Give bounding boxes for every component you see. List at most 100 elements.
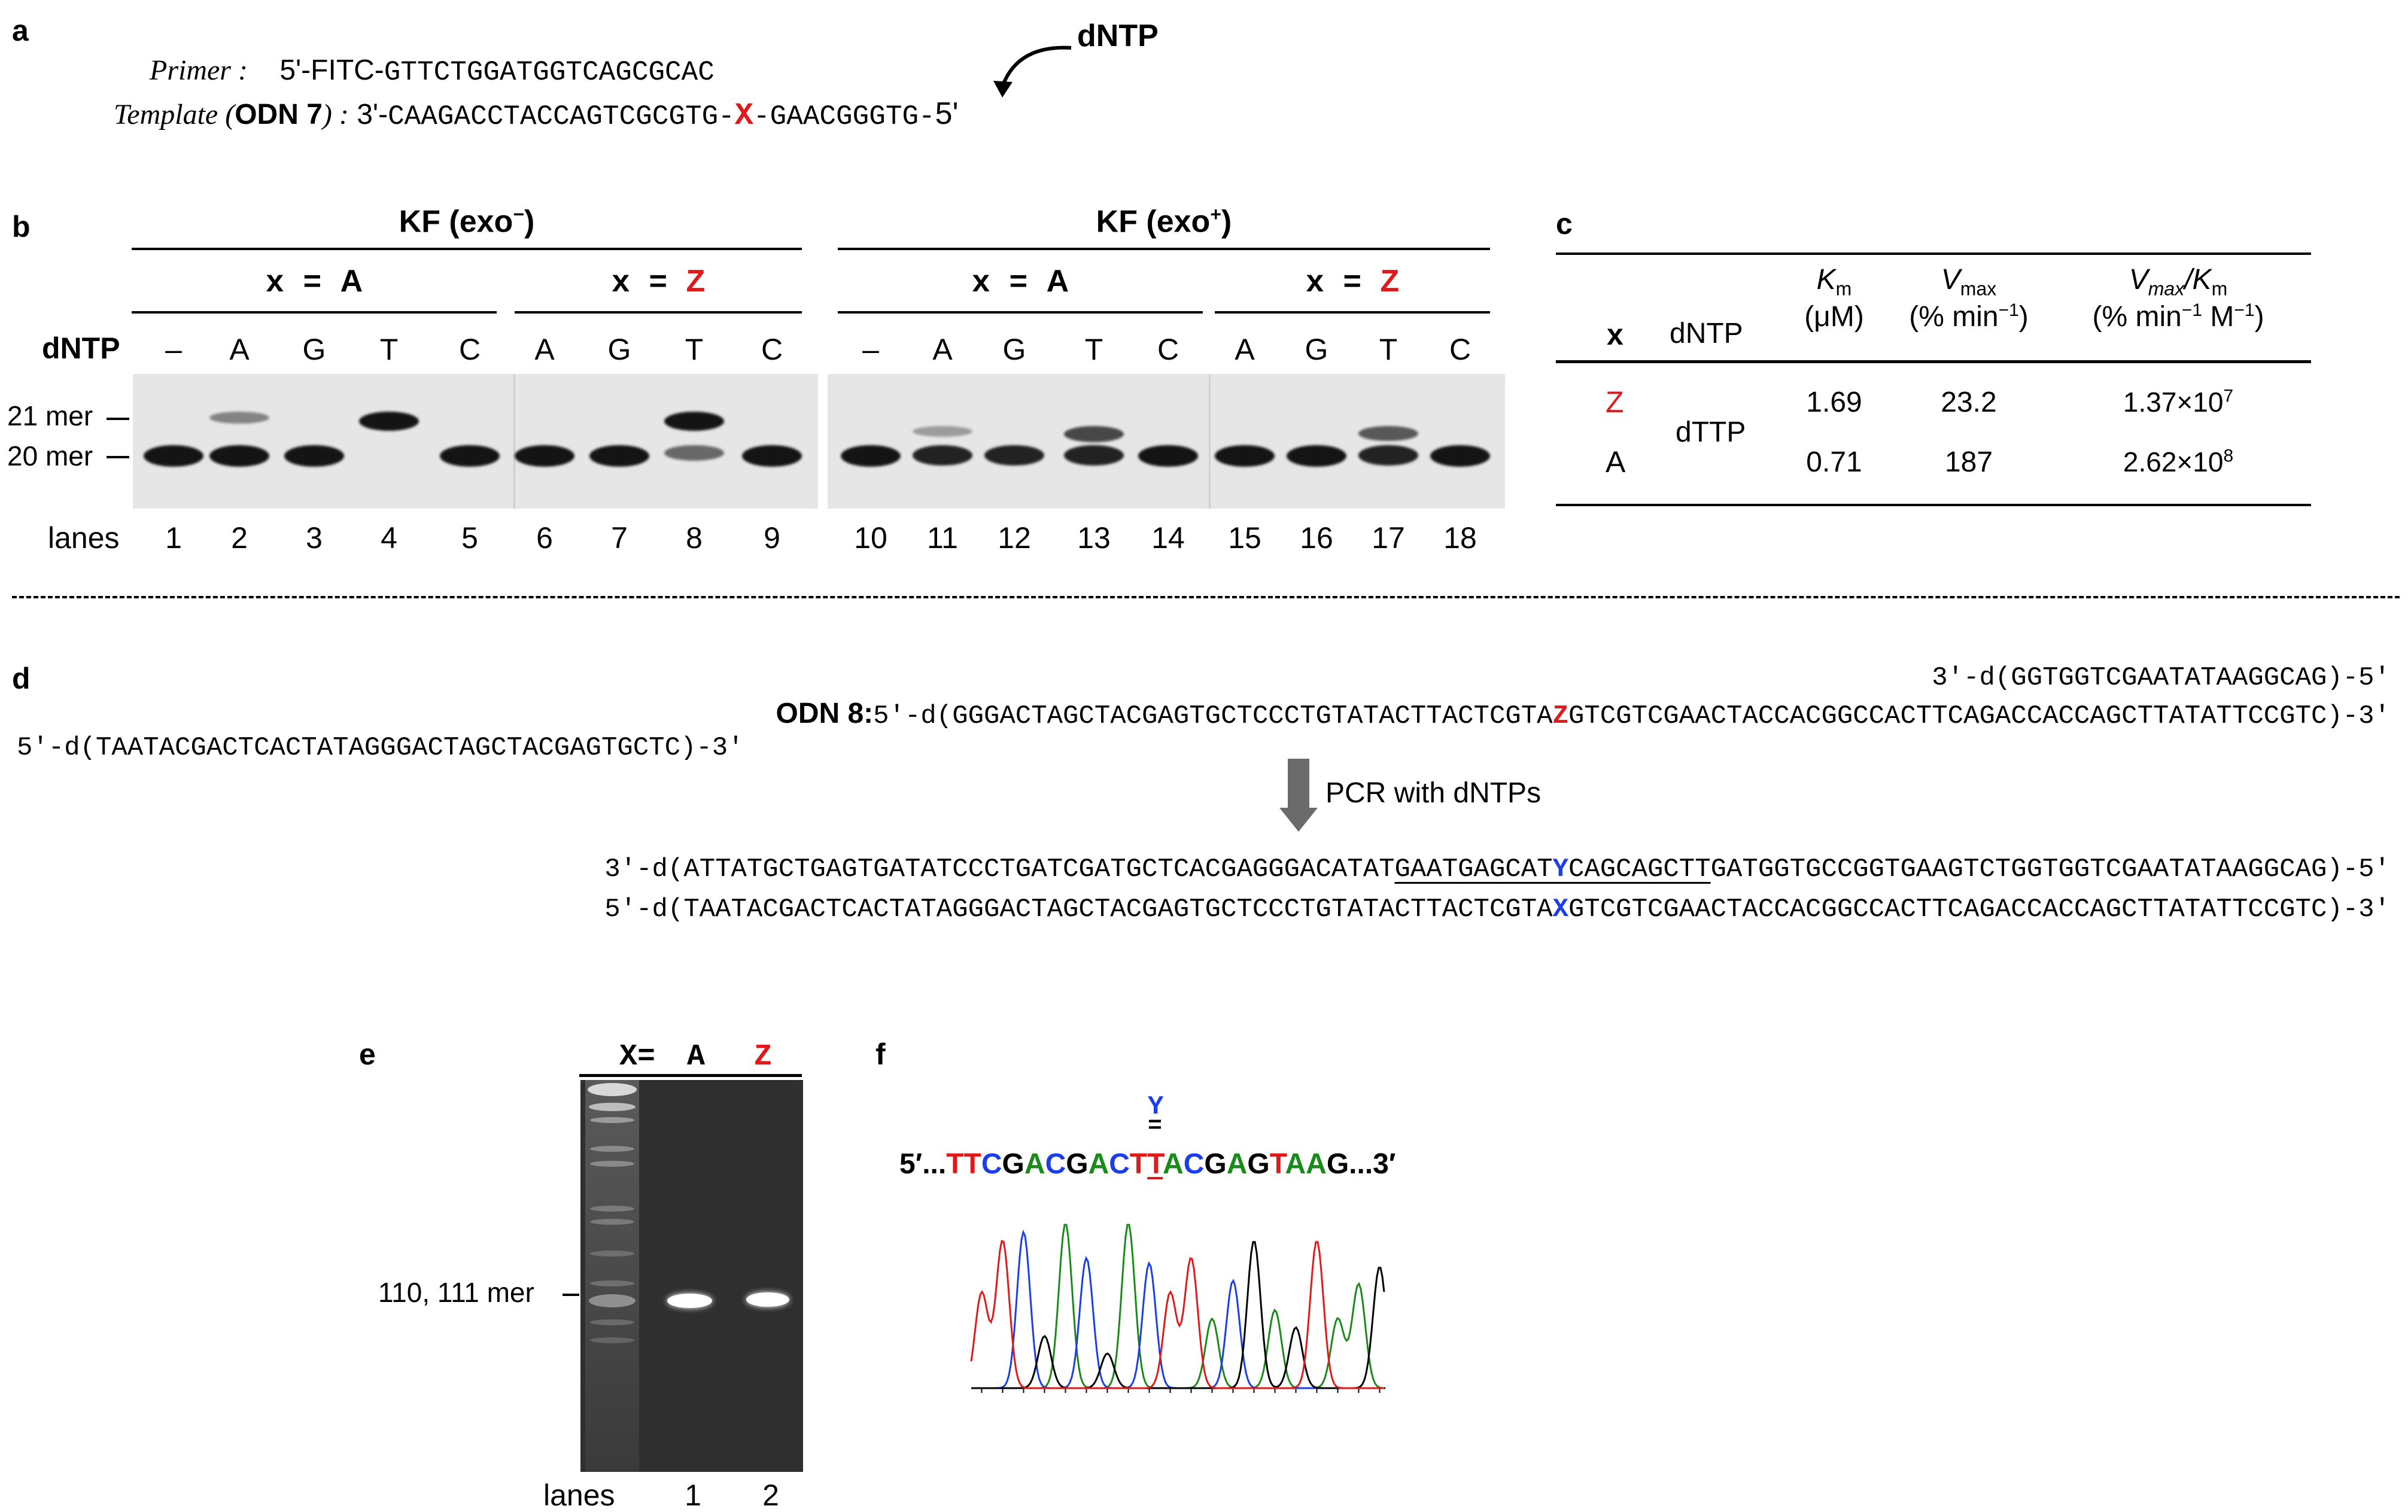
ladder-band	[590, 1206, 634, 1212]
odn8-line: ODN 8:5′-d(GGGACTAGCTACGAGTGCTCCCTGTATAC…	[776, 697, 2390, 731]
odn8-seq-pre: 5′-d(GGGACTAGCTACGAGTGCTCCCTGTATACTTACTC…	[873, 701, 1553, 731]
product-bottom-pre: 5′-d(TAATACGACTCACTATAGGGACTAGCTACGAGTGC…	[604, 895, 1553, 924]
primer-sequence: GTTCTGGATGGTCAGCGCAC	[384, 57, 715, 88]
lane-number: 6	[536, 521, 553, 555]
product-top-ul2: CAGCAGCTT	[1568, 854, 1711, 884]
sequence-base: C	[1045, 1148, 1066, 1180]
sequence-base: T	[1147, 1148, 1163, 1180]
lane-number: 1	[165, 521, 182, 555]
odn8-label: ODN 8:	[776, 698, 874, 729]
table-bottom-rule	[1556, 504, 2311, 506]
f-y-label: Y	[1148, 1092, 1164, 1122]
rule-group-4	[1215, 311, 1490, 314]
sequence-base: C	[1109, 1148, 1130, 1180]
band-20mer	[841, 445, 901, 467]
dntp-lane-label: –	[165, 333, 182, 366]
gel-divider	[513, 374, 515, 509]
table-row-a-km: 0.71	[1806, 446, 1862, 478]
ladder-band	[590, 1319, 634, 1325]
template-3prime: 3'-	[357, 99, 388, 130]
panel-label-d: d	[12, 662, 31, 695]
marker-21mer: 21 mer	[7, 400, 93, 431]
dntp-row-label: dNTP	[42, 331, 120, 365]
primer-label: Primer :	[150, 54, 248, 86]
eff-symbol: V	[2129, 264, 2148, 296]
trace-C	[971, 1229, 1384, 1389]
sequence-base: G	[1326, 1148, 1349, 1180]
table-row-a-eff: 2.62×108	[2053, 446, 2304, 478]
e-marker-label: 110, 111 mer	[378, 1277, 534, 1308]
dntp-lane-label: C	[1449, 333, 1471, 366]
pcr-band-lane-1	[667, 1294, 712, 1308]
product-top-underlined: GAATGAGCATYCAGCAGCTT	[1395, 854, 1711, 884]
dntp-label-a: dNTP	[1077, 19, 1159, 53]
reverse-primer: 3′-d(GGTGGTCGAATATAAGGCAG)-5′	[1932, 663, 2390, 693]
template-line: Template (ODN 7) : 3'-CAAGACCTACCAGTCGCG…	[114, 96, 959, 133]
dntp-lane-label: G	[607, 333, 631, 366]
sequence-base: T	[963, 1148, 981, 1180]
group-x-value: Z	[686, 264, 706, 299]
table-header-km: Km (μM)	[1783, 263, 1885, 333]
dntp-lane-label: A	[932, 333, 953, 366]
band-21mer	[1064, 426, 1124, 442]
band-20mer	[1138, 445, 1198, 467]
template-5prime: 5'	[935, 96, 959, 131]
band-20mer	[664, 445, 724, 461]
ladder-band	[588, 1083, 637, 1096]
lane-number: 12	[998, 521, 1031, 555]
band-20mer	[209, 445, 269, 467]
lane-number: 14	[1151, 521, 1185, 555]
dntp-lane-label: –	[862, 333, 879, 366]
table-row-z-x: Z	[1606, 385, 1624, 419]
panel-label-c: c	[1556, 207, 1573, 241]
eff-base: 1.37×10	[2123, 387, 2224, 418]
band-20mer	[589, 445, 649, 467]
template-x: X	[734, 98, 753, 133]
template-label-pre: Template (	[114, 99, 235, 130]
lane-number: 5	[461, 521, 478, 555]
gel-exo-plus	[828, 374, 1505, 509]
sequence-base: T	[946, 1148, 964, 1180]
vmax-unit: (% min	[1909, 300, 1999, 333]
enzyme-exo-plus-sup: +	[1210, 203, 1222, 225]
group-header-1: x = A	[132, 263, 497, 301]
eff-base: 2.62×10	[2123, 446, 2224, 477]
rule-group-2	[515, 311, 802, 314]
band-20mer	[1358, 445, 1418, 466]
eff-sub2: m	[2211, 278, 2228, 300]
eff-exp: 7	[2223, 386, 2234, 406]
vmax-sub: max	[1960, 278, 1997, 300]
table-header-dntp: dNTP	[1670, 318, 1743, 349]
f-seq-3prime: ...3′	[1349, 1148, 1396, 1180]
lanes-label-e: lanes	[543, 1478, 615, 1512]
band-20mer	[1430, 445, 1490, 467]
dntp-lane-label: T	[685, 333, 704, 366]
ladder-lane	[585, 1080, 639, 1472]
eff-unit-sup2: −1	[2234, 300, 2255, 320]
dntp-lane-label: A	[1235, 333, 1255, 366]
pcr-arrow-head	[1279, 808, 1318, 832]
lane-number: 11	[927, 521, 958, 555]
group-header-3: x = A	[838, 263, 1203, 301]
band-21mer	[1358, 426, 1418, 441]
product-top-y: Y	[1552, 854, 1568, 884]
panel-label-b: b	[12, 210, 31, 244]
band-20mer	[144, 445, 203, 467]
sequence-base: A	[1285, 1148, 1306, 1180]
lanes-label-b: lanes	[48, 521, 120, 555]
band-21mer	[664, 412, 724, 431]
band-20mer	[984, 445, 1044, 466]
e-x-label: X=	[619, 1040, 656, 1074]
panel-label-f: f	[875, 1038, 886, 1071]
dntp-lane-label: T	[1084, 333, 1103, 366]
group-x-value: A	[1046, 264, 1069, 299]
table-row-z-eff: 1.37×107	[2053, 386, 2304, 418]
band-20mer	[742, 445, 802, 467]
sequence-base: A	[1163, 1148, 1184, 1180]
lane-number: 4	[381, 521, 397, 555]
lane-number: 3	[306, 521, 323, 555]
band-20mer	[1064, 445, 1124, 466]
sequence-base: G	[1204, 1148, 1227, 1180]
sequence-base: G	[1066, 1148, 1089, 1180]
